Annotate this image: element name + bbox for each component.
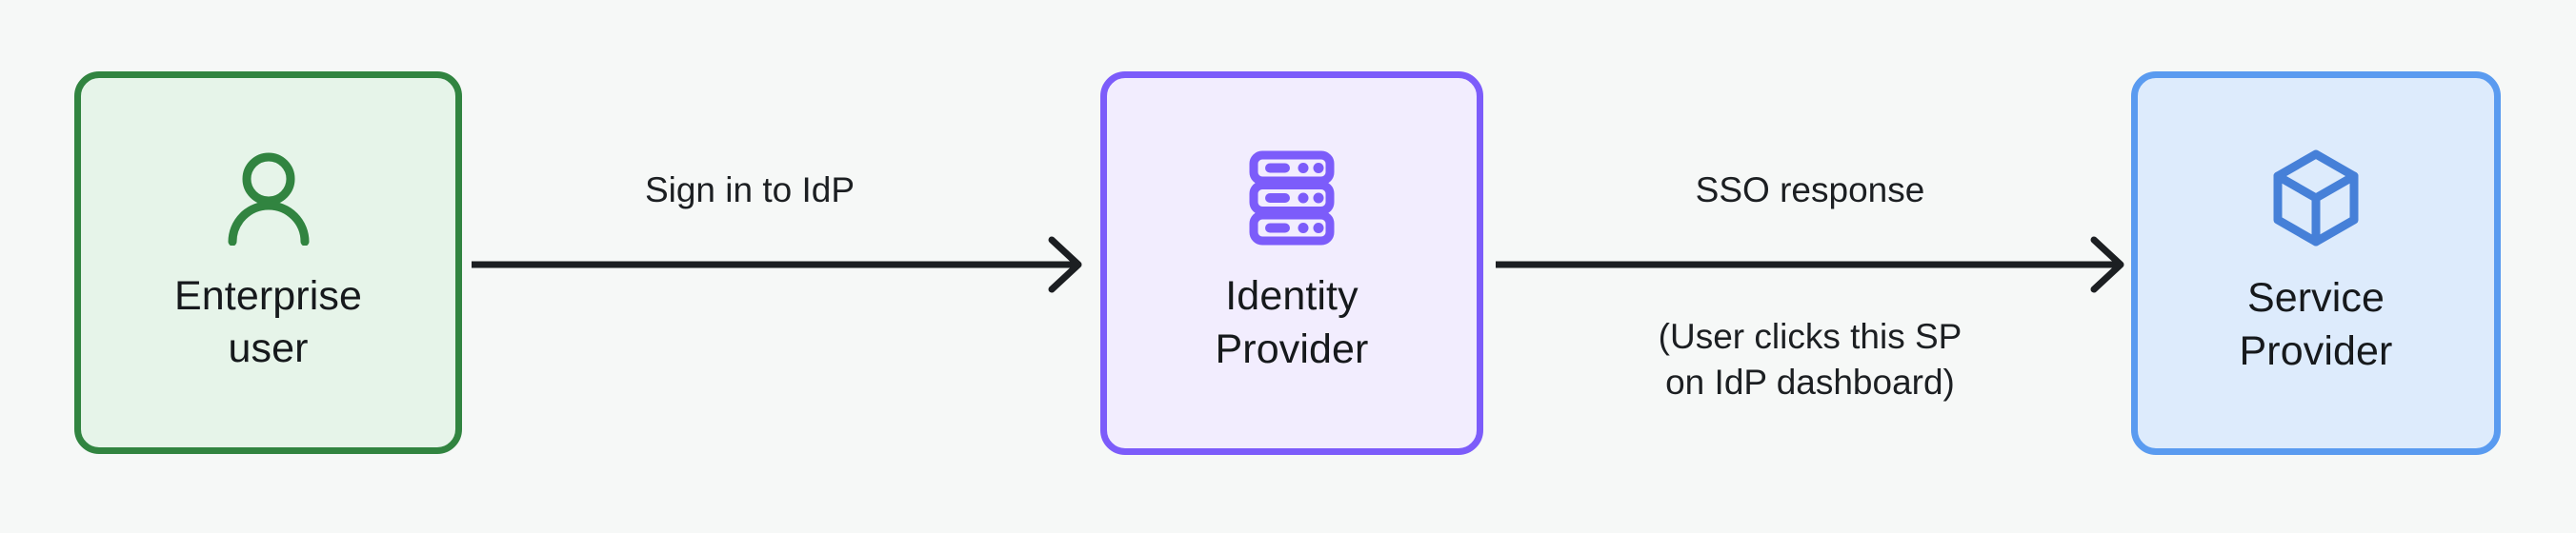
edge-user-to-idp-label: Sign in to IdP (644, 170, 855, 209)
node-enterprise-user[interactable]: Enterprise user (74, 71, 462, 454)
edge-idp-to-sp-sublabel: (User clicks this SP on IdP dashboard) (1658, 317, 1962, 403)
edge-idp-to-sp-label: SSO response (1695, 170, 1925, 209)
node-service-provider[interactable]: Service Provider (2131, 71, 2501, 455)
person-icon (223, 150, 314, 247)
node-service-provider-label: Service Provider (2239, 275, 2393, 374)
edge-user-to-idp-arrowhead (1048, 236, 1082, 293)
node-identity-provider[interactable]: Identity Provider (1100, 71, 1483, 455)
node-identity-provider-label: Identity Provider (1215, 273, 1369, 372)
edge-idp-to-sp-arrowhead (2090, 236, 2124, 293)
node-enterprise-user-label: Enterprise user (174, 272, 362, 371)
server-rack-icon (1248, 150, 1336, 246)
cube-icon (2270, 148, 2362, 247)
